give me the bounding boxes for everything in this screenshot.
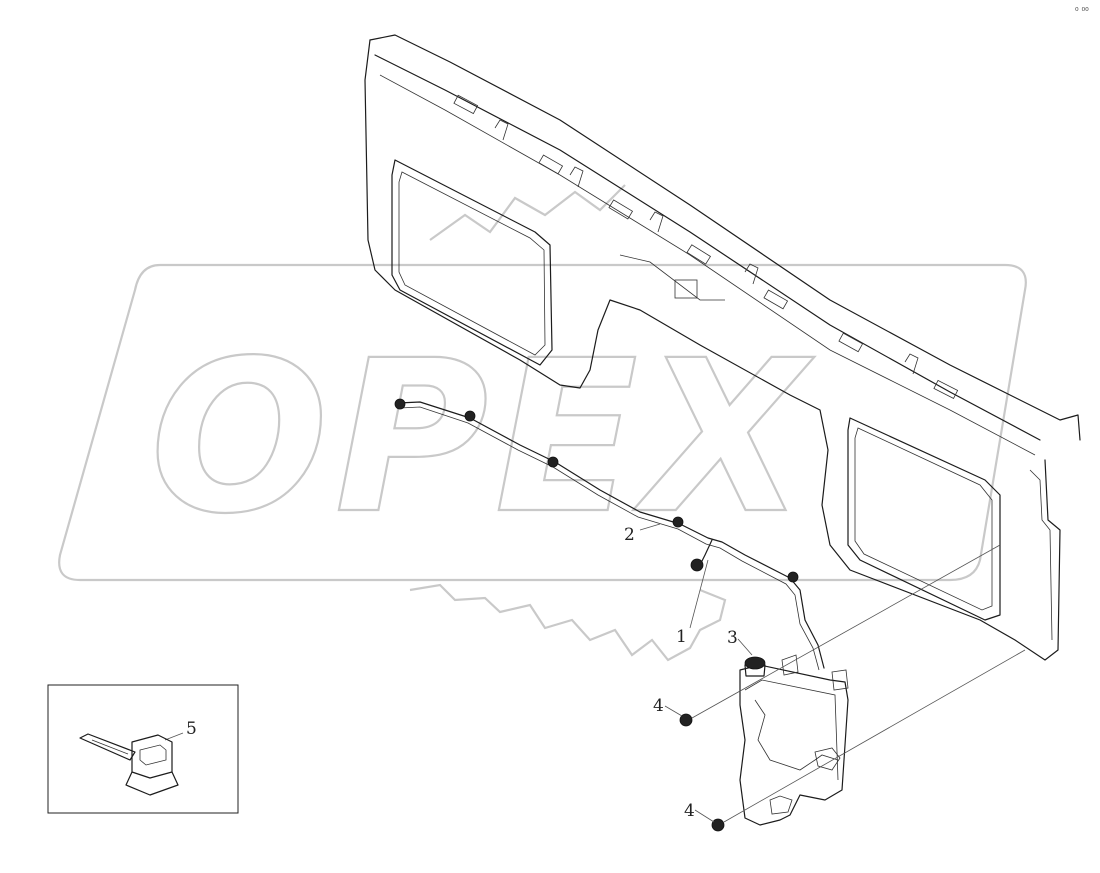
nut-icon: [711, 818, 725, 832]
watermark-text: OPEX: [150, 315, 815, 560]
callout-4: 4: [653, 696, 664, 716]
callout-3: 3: [727, 628, 738, 648]
detail-frame: [47, 684, 239, 814]
nuts: [679, 713, 725, 832]
left-window-opening: [391, 159, 553, 366]
hose-clip-icon: [672, 516, 684, 528]
callout-1: 1: [676, 627, 687, 647]
reservoir-inner-contour: [754, 699, 839, 771]
corner-mark: ⁰ ⁰⁰: [1075, 7, 1089, 17]
hose-outer: [397, 401, 825, 669]
filler-neck: [744, 664, 766, 677]
center-recess: [619, 254, 725, 301]
callout-leaders: [164, 523, 753, 823]
filler-cap-icon: [744, 656, 766, 670]
left-window-inner: [398, 171, 546, 356]
panel-top-edge: [369, 34, 1081, 441]
callout-5: 5: [186, 719, 197, 739]
reservoir-body: [739, 664, 849, 826]
reservoir-recess: [814, 747, 841, 771]
center-connector: [674, 279, 698, 299]
hose-clip-icon: [464, 410, 476, 422]
callout-2: 2: [624, 525, 635, 545]
hose-clip-icon: [787, 571, 799, 583]
washer-reservoir: [739, 654, 849, 826]
hose-inner: [399, 406, 820, 671]
callout-4: 4: [684, 801, 695, 821]
hose-clip-icon: [394, 398, 406, 410]
reservoir-tab: [831, 669, 849, 691]
reservoir-tab: [781, 654, 799, 676]
top-slots: [453, 94, 959, 399]
watermark-gear-top: [429, 184, 626, 241]
nut-icon: [679, 713, 693, 727]
watermark-frame: [58, 263, 1027, 582]
washer-hose: [394, 398, 825, 671]
hose-clip-icon: [690, 558, 704, 572]
watermark-gear: [409, 583, 727, 662]
hose-clip-icon: [547, 456, 559, 468]
cab-rear-panel: [364, 34, 1081, 661]
callouts: 1 2 3 4 4 5: [186, 525, 738, 821]
panel-top-inner: [374, 54, 1041, 441]
panel-top-inner-2: [379, 74, 1036, 456]
panel-left-edge: [364, 39, 1061, 661]
top-brackets: [494, 119, 919, 375]
watermark: OPEX: [58, 184, 1027, 662]
centre-lines: [691, 544, 1026, 823]
right-window-inner: [854, 427, 993, 611]
right-flange: [1029, 469, 1053, 641]
cable-tie-icon: [79, 733, 179, 796]
reservoir-lower-notch: [769, 795, 793, 815]
detail-inset: [47, 684, 239, 814]
reservoir-front-face: [744, 679, 839, 781]
right-window-opening: [847, 417, 1001, 621]
